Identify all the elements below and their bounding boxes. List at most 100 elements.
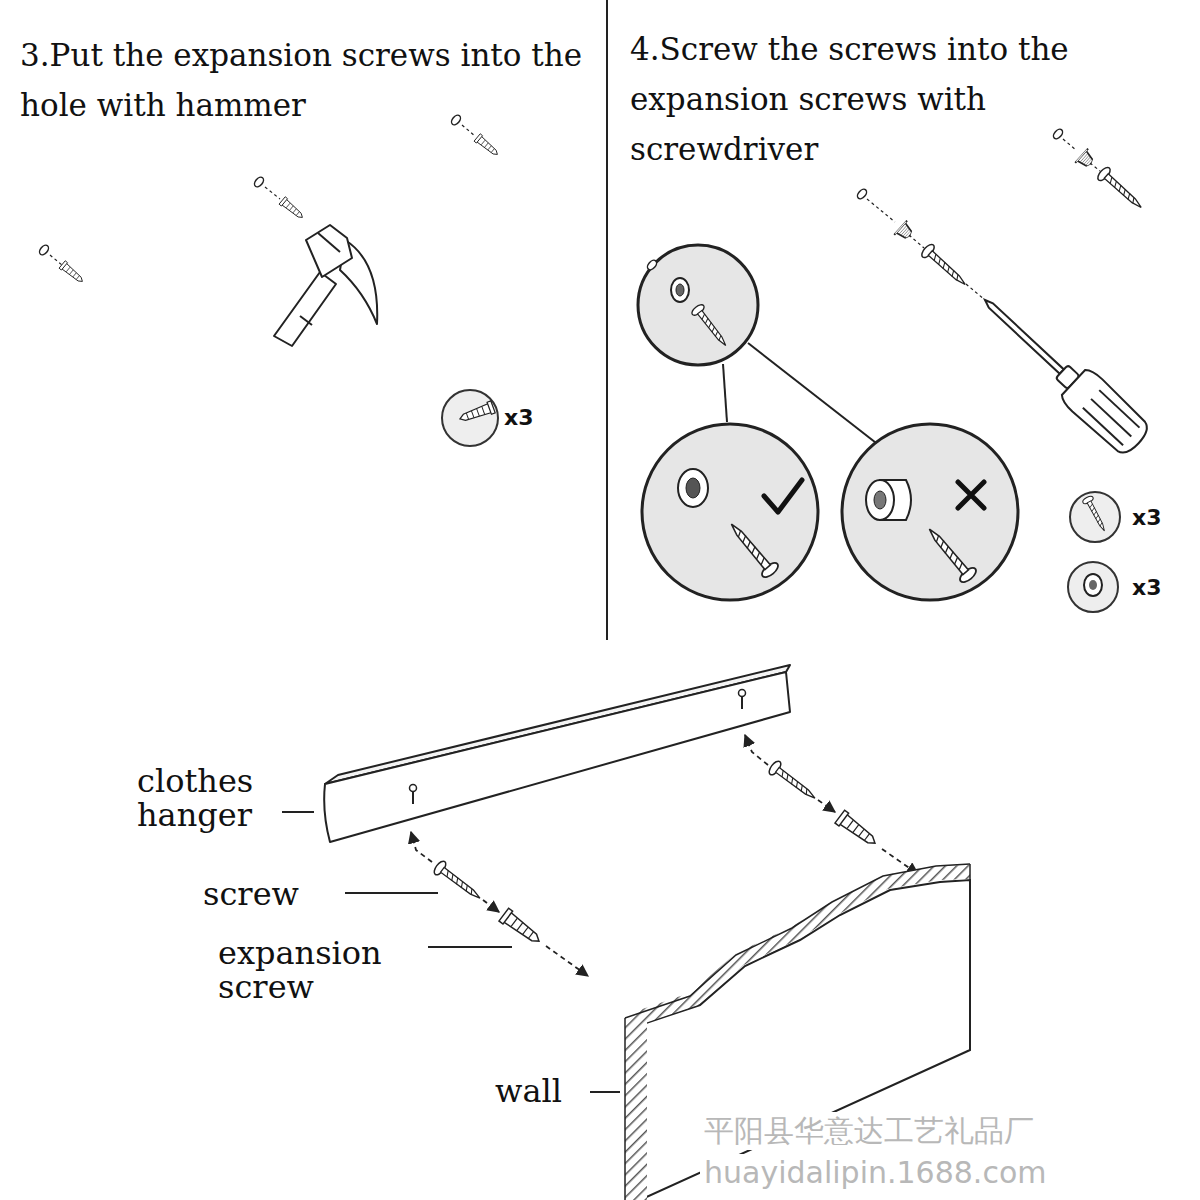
anchor-unit [462,125,475,136]
screw-unit [856,188,985,300]
anchor-unit [38,244,86,286]
leader-line [590,1091,620,1093]
right-fastener [767,759,820,804]
screwdriver [1091,399,1131,437]
screw-unit [1052,128,1065,141]
detail-circle [690,303,731,350]
screwdriver [1058,366,1153,459]
screw-unit [909,235,924,248]
leader-line [345,892,438,894]
hammer [274,225,377,346]
detail-circle-wrong [866,480,894,520]
detail-circle-wrong [874,491,886,509]
anchor-unit [253,176,306,222]
part-name: expansion screw [218,936,423,1004]
parts-icon [1084,574,1102,596]
parts-icon [1082,495,1110,534]
anchor-unit [265,187,280,199]
clothes-hanger-bar [412,791,414,804]
detail-circle-correct [678,469,708,507]
left-fastener [546,946,588,976]
panel-divider [606,0,608,640]
left-fastener [499,908,544,947]
parts-icon [1070,492,1120,542]
right-fastener [745,735,768,765]
screw-unit [920,242,971,290]
part-name: screw [203,876,343,912]
wall-section [625,1020,647,1200]
wall-section [624,1018,626,1200]
detail-circle [638,245,758,365]
clothes-hanger-bar [741,696,743,709]
hammer [306,225,352,277]
hammer [318,233,340,252]
clothes-hanger-bar [324,672,790,842]
screw-unit [1075,149,1097,171]
detail-circle [676,284,684,296]
detail-circle [638,245,758,365]
watermark: 平阳县华意达工艺礼品厂 [700,1112,1038,1150]
hammer [300,316,312,325]
check-mark [764,480,802,512]
screw-unit [867,199,895,222]
wall-section [969,864,971,880]
right-fastener [745,735,918,874]
leader-line [428,946,512,948]
parts-icon [442,390,498,446]
screw-unit [894,221,916,243]
left-fastener [432,859,485,904]
detail-circle-wrong [922,523,978,585]
anchor-unit [38,244,50,257]
detail-circle-wrong [842,424,1018,600]
left-fastener [411,832,432,862]
anchor-unit [253,176,265,189]
detail-circle-correct [642,424,818,600]
anchor-unit [59,261,85,285]
wall-section [625,864,970,1018]
anchor-unit [474,134,500,158]
screwdriver [1099,390,1139,428]
screw-unit [1063,139,1076,150]
screw-unit [1096,165,1147,213]
anchor-unit [50,255,62,265]
detail-circle-wrong [842,424,1018,600]
clothes-hanger-bar [324,665,790,842]
screwdriver [983,298,1064,374]
detail-circle [671,278,689,302]
quantity: x3 [1132,504,1182,532]
parts-icon [1068,562,1118,612]
watermark: huayidalipin.1688.com [700,1154,1050,1192]
parts-icon [1070,492,1120,542]
step-heading: 4.Screw the screws into the expansion sc… [630,24,1175,174]
detail-circle-correct [642,424,818,600]
detail-connector [723,364,727,422]
screw-unit [1090,163,1100,171]
parts-icon [1089,580,1097,590]
part-name: wall [495,1073,587,1109]
cross-mark [958,482,984,508]
step-heading: 3.Put the expansion screws into the hole… [20,30,595,130]
clothes-hanger-bar [410,785,417,792]
screw-unit [1052,128,1147,214]
anchor-unit [450,114,462,127]
quantity: x3 [504,404,554,432]
screwdriver [1083,408,1123,446]
leader-line [282,811,314,813]
part-name: clothes hanger [137,764,282,832]
right-fastener [835,810,880,849]
left-fastener [411,832,588,976]
detail-circle [646,259,659,272]
right-fastener [818,800,835,812]
left-fastener [483,900,499,912]
detail-connector [748,343,880,446]
parts-icon [1068,562,1118,612]
anchor-unit [450,114,501,159]
anchor-unit [279,197,305,221]
hammer [274,272,336,346]
parts-icon [442,390,498,446]
detail-circle-correct [686,478,700,498]
detail-circle-correct [724,518,780,580]
quantity: x3 [1132,574,1182,602]
parts-icon [458,401,495,425]
